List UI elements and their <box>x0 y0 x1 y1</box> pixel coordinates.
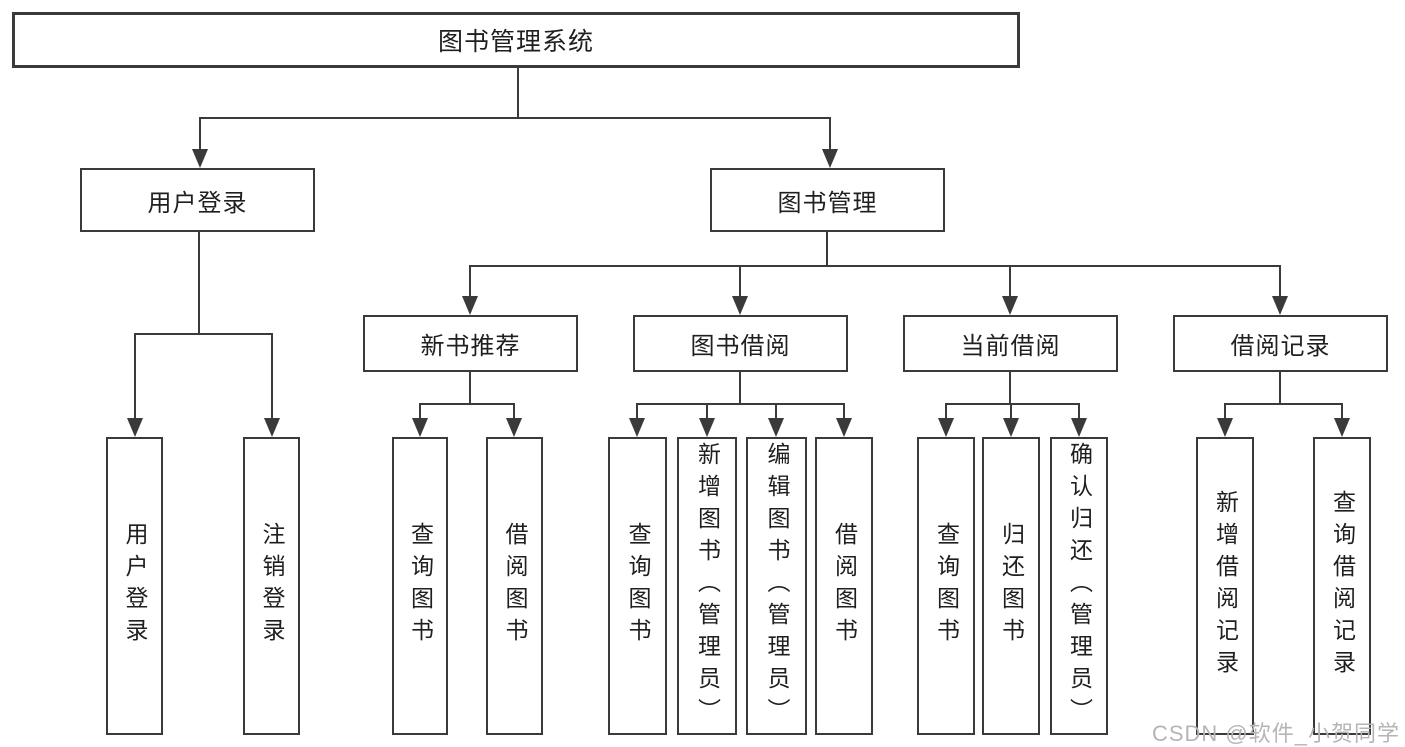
leaf-confirm-return-admin: 确认归还（管理员） <box>1050 437 1108 735</box>
connector-line <box>469 265 471 296</box>
leaf-label: 查询图书 <box>933 522 960 650</box>
leaf-label: 查询借阅记录 <box>1329 490 1356 682</box>
arrow-down-icon <box>1003 418 1019 437</box>
connector-line <box>1009 265 1011 296</box>
node-new-book-recommend: 新书推荐 <box>363 315 578 372</box>
leaf-add-borrow-record: 新增借阅记录 <box>1196 437 1254 735</box>
leaf-label: 查询图书 <box>625 522 651 650</box>
arrow-down-icon <box>699 418 715 437</box>
connector-line <box>513 403 515 420</box>
connector-line <box>199 117 201 160</box>
node-book-management: 图书管理 <box>710 168 945 232</box>
connector-line <box>829 117 831 160</box>
connector-line <box>826 232 828 267</box>
connector-line <box>1010 403 1012 420</box>
node-user-login: 用户登录 <box>80 168 315 232</box>
connector-line <box>134 333 136 419</box>
connector-line <box>199 117 831 119</box>
leaf-add-book-admin: 新增图书（管理员） <box>677 437 737 735</box>
node-current-borrowing: 当前借阅 <box>903 315 1118 372</box>
leaf-label: 归还图书 <box>998 522 1025 650</box>
node-borrowing-records: 借阅记录 <box>1173 315 1388 372</box>
arrow-down-icon <box>462 296 478 315</box>
node-label: 图书管理 <box>777 189 878 217</box>
watermark: CSDN @软件_小贺同学 <box>1151 721 1400 746</box>
connector-line <box>636 403 638 420</box>
arrow-down-icon <box>732 296 748 315</box>
leaf-query-books-current: 查询图书 <box>917 437 975 735</box>
leaf-label: 查询图书 <box>407 522 434 650</box>
leaf-borrow-books-recommend: 借阅图书 <box>486 437 543 735</box>
connector-line <box>706 403 708 420</box>
connector-line <box>469 372 471 405</box>
connector-line <box>636 403 845 405</box>
leaf-query-books-recommend: 查询图书 <box>392 437 448 735</box>
connector-line <box>469 265 1281 267</box>
leaf-label: 确认归还（管理员） <box>1066 442 1093 730</box>
arrow-down-icon <box>1217 418 1233 437</box>
connector-line <box>1224 403 1343 405</box>
connector-line <box>843 403 845 420</box>
node-library-management-system: 图书管理系统 <box>12 12 1020 68</box>
arrow-down-icon <box>768 418 784 437</box>
connector-line <box>134 333 273 335</box>
leaf-return-books: 归还图书 <box>982 437 1040 735</box>
connector-line <box>198 232 200 334</box>
arrow-down-icon <box>412 418 428 437</box>
leaf-query-borrow-record: 查询借阅记录 <box>1313 437 1371 735</box>
leaf-label: 新增借阅记录 <box>1212 490 1239 682</box>
leaf-logout: 注销登录 <box>243 437 300 735</box>
node-label: 借阅记录 <box>1230 333 1331 360</box>
connector-line <box>775 403 777 420</box>
connector-line <box>419 403 421 420</box>
leaf-label: 新增图书（管理员） <box>694 442 721 730</box>
node-book-borrowing: 图书借阅 <box>633 315 848 372</box>
connector-line <box>1224 403 1226 420</box>
connector-line <box>739 265 741 296</box>
leaf-borrow-books-borrowing: 借阅图书 <box>815 437 873 735</box>
connector-line <box>271 333 273 419</box>
connector-line <box>1078 403 1080 420</box>
node-label: 当前借阅 <box>960 333 1061 360</box>
leaf-label: 注销登录 <box>259 522 285 650</box>
node-label: 图书管理系统 <box>437 28 594 56</box>
arrow-down-icon <box>264 418 280 437</box>
leaf-user-login: 用户登录 <box>106 437 163 735</box>
arrow-down-icon <box>192 149 208 168</box>
connector-line <box>945 403 947 420</box>
arrow-down-icon <box>127 418 143 437</box>
arrow-down-icon <box>822 149 838 168</box>
arrow-down-icon <box>1272 296 1288 315</box>
node-label: 用户登录 <box>147 189 248 217</box>
arrow-down-icon <box>1334 418 1350 437</box>
leaf-edit-book-admin: 编辑图书（管理员） <box>746 437 807 735</box>
arrow-down-icon <box>629 418 645 437</box>
connector-line <box>419 403 515 405</box>
leaf-label: 用户登录 <box>122 522 148 650</box>
node-label: 图书借阅 <box>690 333 791 360</box>
arrow-down-icon <box>938 418 954 437</box>
connector-line <box>517 68 519 119</box>
connector-line <box>739 372 741 405</box>
connector-line <box>945 403 1080 405</box>
connector-line <box>1341 403 1343 420</box>
connector-line <box>1279 372 1281 405</box>
connector-line <box>1009 372 1011 405</box>
arrow-down-icon <box>1002 296 1018 315</box>
arrow-down-icon <box>1071 418 1087 437</box>
arrow-down-icon <box>836 418 852 437</box>
connector-line <box>1279 265 1281 296</box>
leaf-query-books-borrowing: 查询图书 <box>608 437 667 735</box>
leaf-label: 借阅图书 <box>831 522 858 650</box>
arrow-down-icon <box>506 418 522 437</box>
node-label: 新书推荐 <box>420 333 521 360</box>
leaf-label: 编辑图书（管理员） <box>764 442 790 730</box>
leaf-label: 借阅图书 <box>502 522 528 650</box>
